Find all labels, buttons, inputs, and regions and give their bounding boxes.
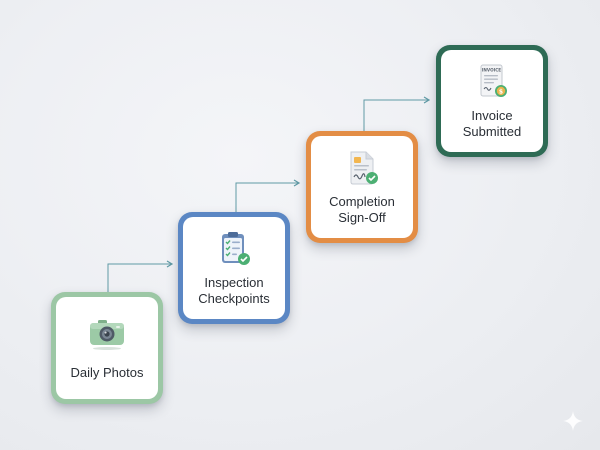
invoice-icon-text: INVOICE <box>482 68 501 73</box>
step-label: Daily Photos <box>70 365 144 380</box>
invoice-icon: INVOICE $ <box>480 64 507 97</box>
clipboard-check-icon <box>222 232 250 265</box>
step-daily-photos: Daily Photos <box>51 292 163 404</box>
camera-icon <box>90 320 124 350</box>
signed-document-icon <box>350 151 378 185</box>
connector-arrow-2 <box>235 179 301 212</box>
svg-text:$: $ <box>499 88 503 95</box>
sparkle-icon <box>563 411 583 431</box>
connector-arrow-1 <box>107 260 174 292</box>
step-card: Daily Photos <box>56 297 158 399</box>
connector-arrow-3 <box>363 96 431 131</box>
